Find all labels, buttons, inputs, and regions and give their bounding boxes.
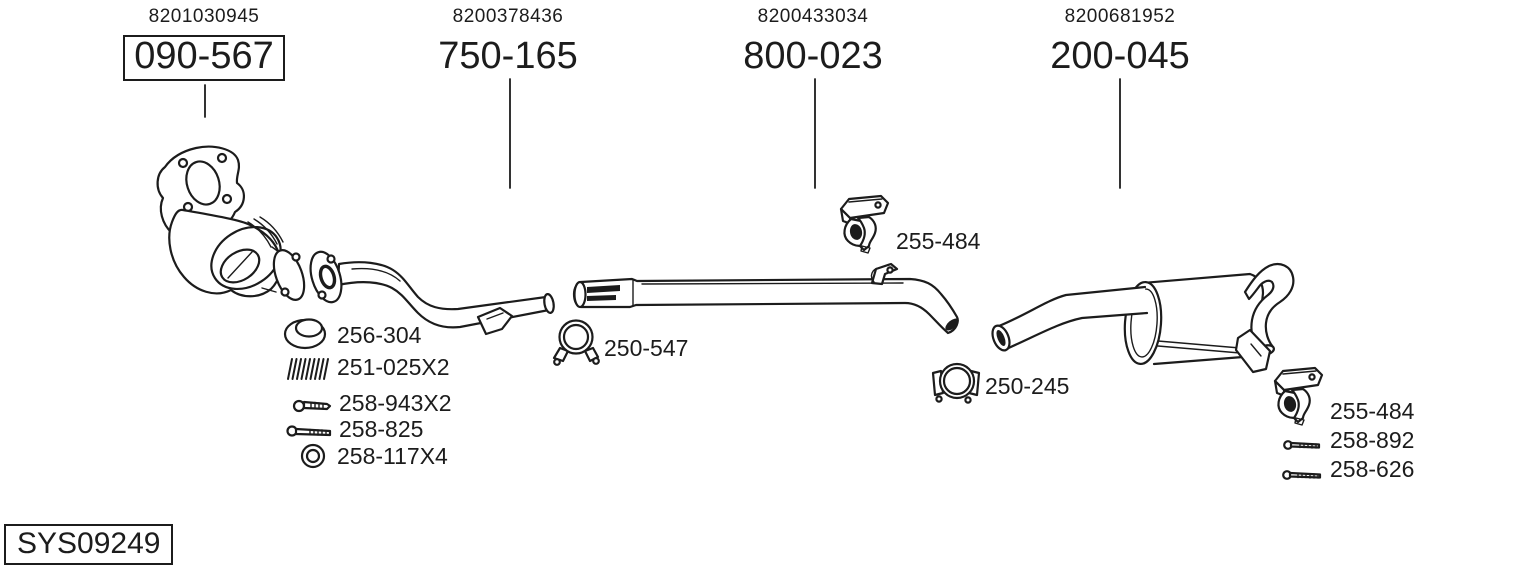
callout-label-hanger-mid: 255-484	[896, 228, 981, 254]
oe-reference: 8200378436	[452, 6, 564, 27]
rear-muffler-art	[991, 262, 1295, 374]
rubber-hanger-icon	[839, 194, 890, 255]
catalytic-converter-art	[156, 145, 306, 301]
part-number: 200-045	[1050, 35, 1190, 77]
coil-spring-icon	[287, 358, 329, 380]
section-header-1: 8201030945 090-567	[84, 6, 324, 81]
flange-bolt-icon	[292, 399, 332, 413]
leader-lines	[204, 78, 1121, 189]
gasket-ring-icon	[283, 318, 327, 350]
callout-label-flange-bolt: 258-943X2	[339, 390, 452, 416]
callout-label-bolt-626: 258-626	[1330, 456, 1415, 482]
callout-label-bolt-892: 258-892	[1330, 427, 1415, 453]
part-number: 090-567	[123, 35, 285, 81]
bolt-icon	[286, 425, 332, 437]
section-header-4: 8200681952 200-045	[1000, 6, 1240, 77]
bolt-icon	[1282, 470, 1322, 480]
rubber-hanger-icon	[1273, 366, 1324, 427]
callout-label-clamp-rear: 250-245	[985, 373, 1070, 399]
callout-label-gasket: 256-304	[337, 322, 422, 348]
system-id-badge: SYS09249	[4, 524, 174, 565]
callout-label-washer: 258-117X4	[337, 443, 448, 469]
pipe-clamp-icon	[931, 362, 981, 404]
section-header-2: 8200378436 750-165	[388, 6, 628, 77]
part-number: 800-023	[743, 35, 883, 77]
callout-label-hanger-rear: 255-484	[1330, 398, 1415, 424]
section-header-3: 8200433034 800-023	[693, 6, 933, 77]
callout-label-spring: 251-025X2	[337, 354, 450, 380]
callout-label-bolt: 258-825	[339, 416, 424, 442]
callout-label-clamp-front: 250-547	[604, 335, 689, 361]
oe-reference: 8200681952	[1064, 6, 1176, 27]
pipe-clamp-icon	[552, 319, 600, 366]
washer-icon	[300, 443, 326, 469]
front-pipe-art	[309, 250, 555, 336]
oe-reference: 8200433034	[757, 6, 869, 27]
part-number: 750-165	[438, 35, 578, 77]
bolt-icon	[1283, 440, 1321, 450]
pipe-hook-bracket-art	[870, 262, 899, 286]
center-pipe-art	[572, 262, 959, 335]
oe-reference: 8201030945	[148, 6, 260, 27]
